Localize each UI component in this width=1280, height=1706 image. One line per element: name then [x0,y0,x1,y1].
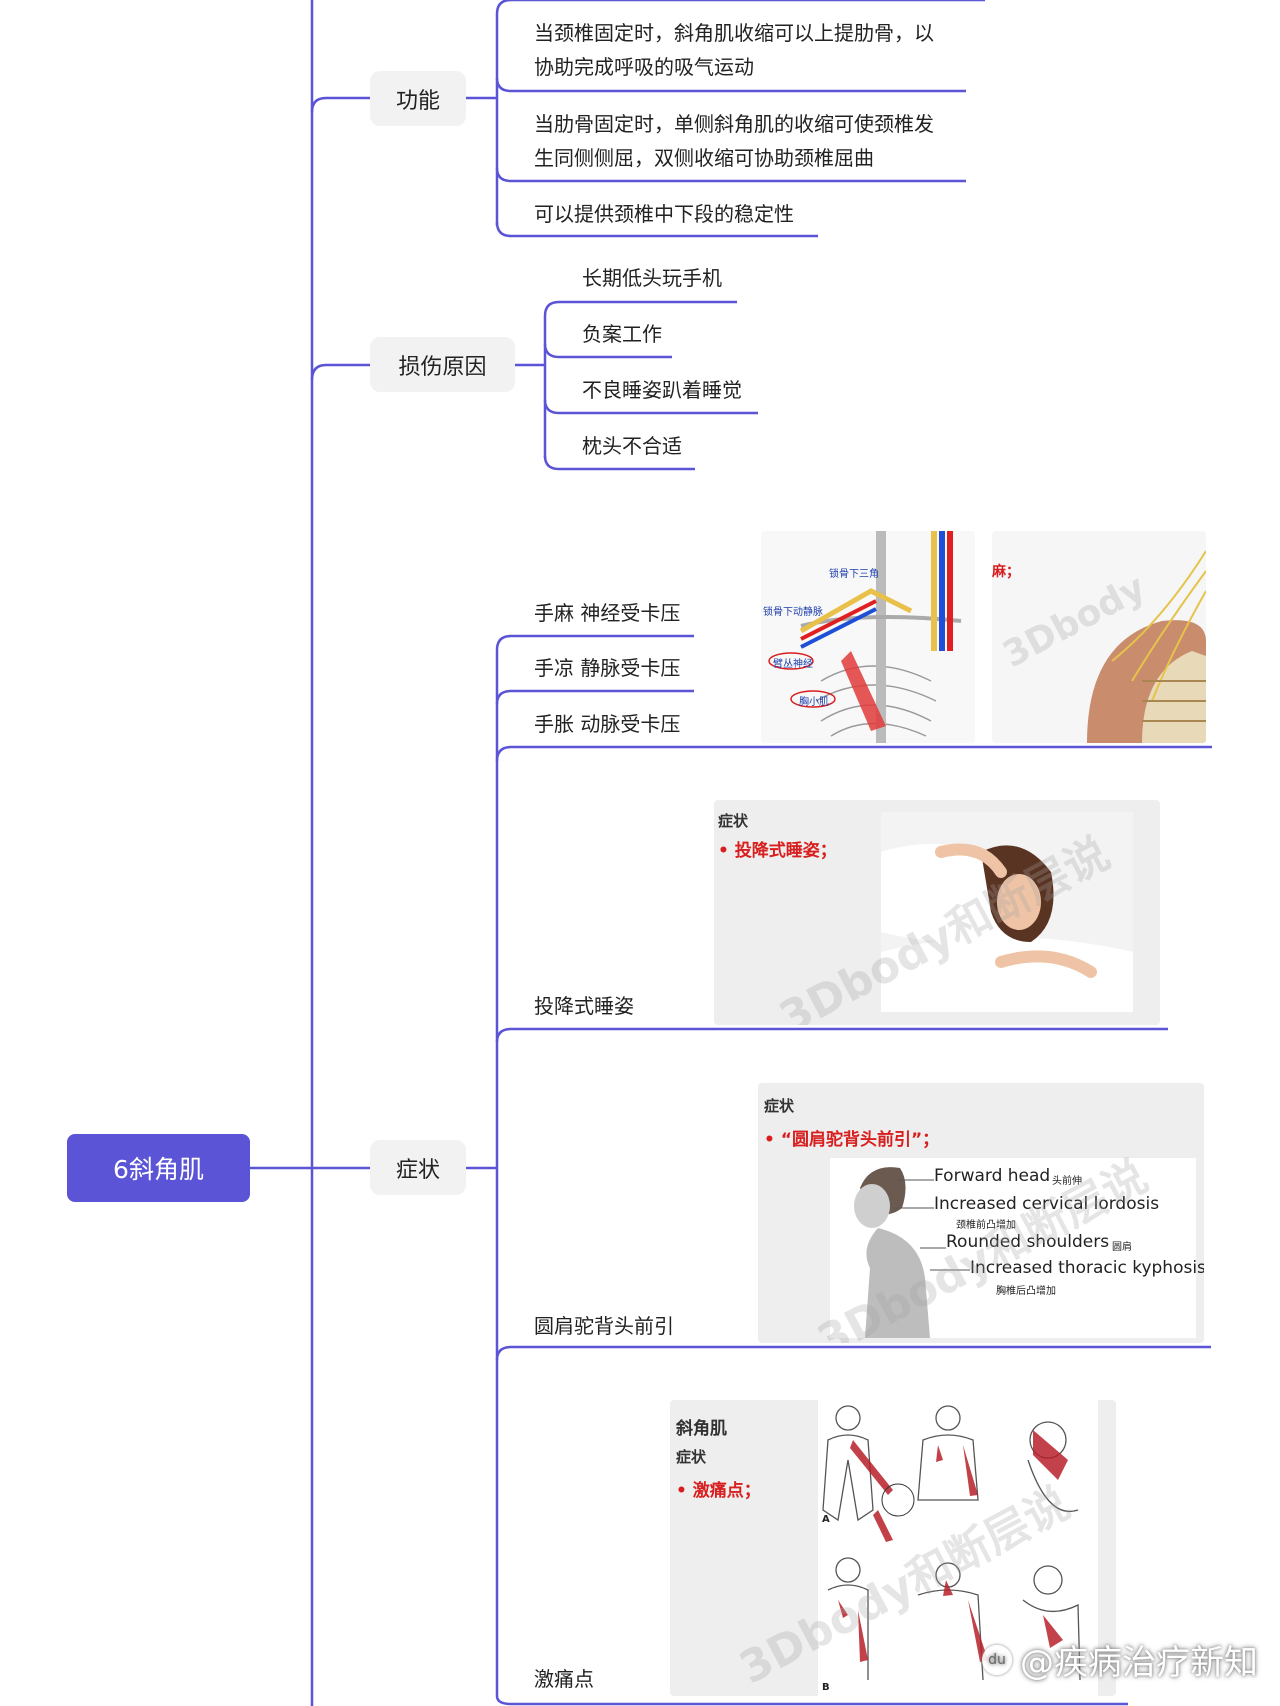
cause-item-3[interactable]: 不良睡姿趴着睡觉 [582,378,742,402]
trigger-card-subtitle: 症状 [676,1448,707,1466]
corner-watermark: du @疾病治疗新知 [982,1635,1258,1684]
trigger-point-illustration [822,1405,1081,1681]
sleep-posture-card: 症状 • 投降式睡姿； 3Dbody和断层说 [714,800,1160,1025]
anatomy-image-left: 锁骨下三角 锁骨下动静脉 臂丛神经 胸小肌 [761,531,975,743]
posture-note-4-zh: 胸椎后凸增加 [996,1286,1056,1297]
function-item-1-line-2: 协助完成呼吸的吸气运动 [534,55,754,79]
label-numb: 麻； [992,564,1020,580]
trigger-card-point: • 激痛点； [676,1481,761,1501]
cause-item-2[interactable]: 负案工作 [582,322,662,346]
branch-causes[interactable]: 损伤原因 [370,337,515,392]
posture-card-point: • “圆肩驼背头前引”； [764,1130,940,1150]
label-brachial-plexus: 臂丛神经 [773,659,813,670]
label-subclavian-vessels: 锁骨下动静脉 [763,607,823,618]
posture-figure-panel: Forward head 头前伸 Increased cervical lord… [830,1158,1204,1338]
function-item-3-line-1: 可以提供颈椎中下段的稳定性 [534,202,794,226]
symptom-numb-item-1[interactable]: 手麻 神经受卡压 [534,601,681,625]
sleep-card-point: • 投降式睡姿； [718,841,837,861]
symptom-trigger-label[interactable]: 激痛点 [534,1667,594,1691]
symptom-numb-item-2[interactable]: 手凉 静脉受卡压 [534,656,681,680]
sleeping-woman-illustration [881,812,1133,1012]
cause-item-1[interactable]: 长期低头玩手机 [582,266,722,290]
posture-note-2-zh: 颈椎前凸增加 [956,1220,1016,1231]
posture-note-1-en: Forward head [934,1166,1051,1186]
cause-item-4[interactable]: 枕头不合适 [582,434,682,458]
symptom-posture-label[interactable]: 圆肩驼背头前引 [534,1314,674,1338]
function-item-1-line-1: 当颈椎固定时，斜角肌收缩可以上提肋骨，以 [534,21,934,45]
label-subclavian-triangle: 锁骨下三角 [829,569,879,580]
function-item-2-line-1: 当肋骨固定时，单侧斜角肌的收缩可使颈椎发 [534,112,934,136]
posture-note-3-zh: 圆肩 [1112,1242,1132,1253]
root-node[interactable]: 6斜角肌 [67,1134,250,1202]
posture-note-4-en: Increased thoracic kyphosis [970,1258,1204,1278]
function-item-1[interactable]: 当颈椎固定时，斜角肌收缩可以上提肋骨，以 协助完成呼吸的吸气运动 [534,16,934,84]
posture-note-2-en: Increased cervical lordosis [934,1194,1160,1214]
corner-watermark-text: @疾病治疗新知 [1020,1643,1258,1683]
trigger-point-card: 斜角肌 症状 • 激痛点； A B 3Dbody和断层 [670,1400,1116,1696]
symptom-sleep-label[interactable]: 投降式睡姿 [534,994,634,1018]
trigger-figure-panel: A B [818,1400,1098,1696]
function-item-2[interactable]: 当肋骨固定时，单侧斜角肌的收缩可使颈椎发 生同侧侧屈，双侧收缩可协助颈椎屈曲 [534,107,934,175]
anatomy-illustration [761,531,975,743]
function-item-2-line-2: 生同侧侧屈，双侧收缩可协助颈椎屈曲 [534,146,874,170]
label-pectoralis-minor: 胸小肌 [799,697,829,708]
figure-label-a: A [822,1514,830,1525]
function-item-3[interactable]: 可以提供颈椎中下段的稳定性 [534,197,794,231]
posture-leader-lines [894,1179,970,1271]
posture-card: 症状 • “圆肩驼背头前引”； Forward head 头前伸 Increas… [758,1083,1204,1343]
posture-body-illustration [854,1167,930,1338]
branch-symptoms[interactable]: 症状 [370,1140,466,1195]
sleep-card-title: 症状 [718,812,749,830]
shoulder-illustration [992,531,1206,743]
posture-note-1-zh: 头前伸 [1052,1176,1082,1187]
trigger-card-title: 斜角肌 [676,1419,727,1439]
posture-note-3-en: Rounded shoulders [946,1232,1110,1252]
branch-function[interactable]: 功能 [370,71,466,126]
figure-label-b: B [822,1682,830,1693]
paw-icon: du [982,1644,1012,1675]
posture-card-title: 症状 [764,1097,795,1115]
anatomy-image-right: 麻； 3Dbody [992,531,1206,743]
symptom-numb-item-3[interactable]: 手胀 动脉受卡压 [534,712,681,736]
